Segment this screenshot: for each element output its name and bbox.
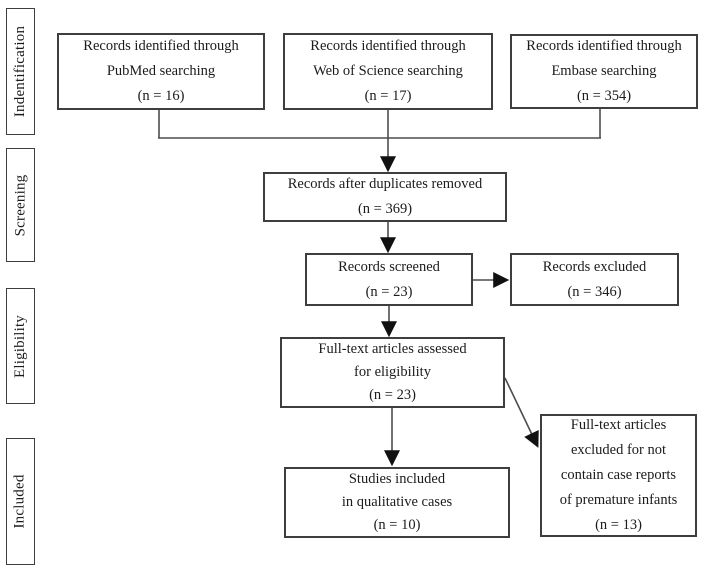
stage-label-screening: Screening <box>12 174 28 236</box>
box-line: Records identified through <box>526 38 682 54</box>
box-line: Records after duplicates removed <box>287 176 483 192</box>
arrow-to-fulltext-excluded <box>504 377 539 448</box>
box-records-screened: Records screened (n = 23) <box>305 253 473 306</box>
box-line: (n = 23) <box>365 283 413 300</box>
box-records-web-of-science: Records identified through Web of Scienc… <box>283 33 493 110</box>
box-line: (n = 354) <box>576 88 632 104</box>
box-line: (n = 17) <box>364 88 412 104</box>
box-records-pubmed: Records identified through PubMed search… <box>57 33 265 110</box>
box-records-excluded: Records excluded (n = 346) <box>510 253 679 306</box>
box-line: Records identified through <box>310 38 466 54</box>
box-line: Embase searching <box>551 63 657 79</box>
stage-box-included: Included <box>6 438 35 565</box>
stage-box-indentification: Indentification <box>6 8 35 135</box>
box-line: Web of Science searching <box>313 63 463 79</box>
box-line: contain case reports <box>560 467 677 483</box>
box-duplicates-removed: Records after duplicates removed (n = 36… <box>263 172 507 222</box>
box-line: in qualitative cases <box>341 494 453 510</box>
box-line: Full-text articles <box>570 417 667 433</box>
box-fulltext-excluded: Full-text articles excluded for not cont… <box>540 414 697 537</box>
box-line: (n = 10) <box>373 517 421 533</box>
box-line: Records excluded <box>542 258 647 275</box>
stage-box-screening: Screening <box>6 148 35 262</box>
box-line: (n = 13) <box>595 517 642 533</box>
box-line: Studies included <box>348 471 446 487</box>
box-line: (n = 369) <box>357 201 413 217</box>
box-line: (n = 346) <box>567 283 622 300</box>
box-line: of premature infants <box>559 492 678 508</box>
box-line: PubMed searching <box>106 63 216 79</box>
box-line: (n = 23) <box>369 387 416 403</box>
box-studies-included: Studies included in qualitative cases (n… <box>284 467 510 538</box>
box-line: Records identified through <box>83 38 239 54</box>
box-line: Records screened <box>338 258 440 275</box>
stage-label-eligibility: Eligibility <box>12 314 29 378</box>
box-line: for eligibility <box>354 364 431 380</box>
stage-label-indentification: Indentification <box>12 25 28 118</box>
box-line: (n = 16) <box>137 88 185 104</box>
box-records-embase: Records identified through Embase search… <box>510 34 698 109</box>
stage-label-included: Included <box>12 474 29 529</box>
box-fulltext-assessed: Full-text articles assessed for eligibil… <box>280 337 505 408</box>
stage-box-eligibility: Eligibility <box>6 288 35 404</box>
box-line: excluded for not <box>570 442 667 458</box>
box-line: Full-text articles assessed <box>318 341 467 357</box>
